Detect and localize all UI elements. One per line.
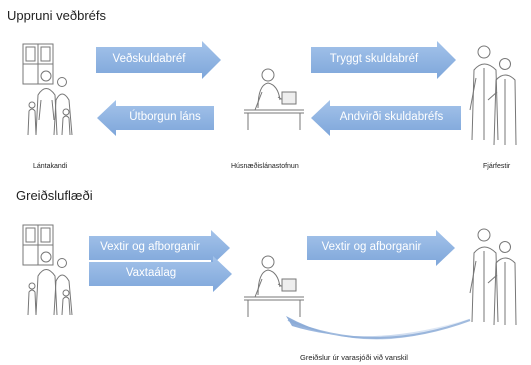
label-vextir-afborganir-1: Vextir og afborganir: [100, 241, 200, 253]
label-vaxtaalag: Vaxtaálag: [125, 267, 177, 279]
caption-husnaedislanastofnun: Húsnæðislánastofnun: [231, 163, 299, 170]
arrow-tryggt-skuldabref: [311, 41, 456, 79]
person-at-desk-icon: [244, 68, 304, 130]
label-andvirdi-skuldabrefs: Andvirði skuldabréfs: [339, 111, 444, 123]
label-tryggt-skuldabref: Tryggt skuldabréf: [329, 53, 419, 65]
caption-reserve-fund: Greiðslur úr varasjóði við vanskil: [300, 353, 408, 362]
caption-fjarfestir: Fjárfestir: [483, 163, 511, 170]
family-with-house-icon: [22, 43, 73, 136]
arrow-andvirdi-skuldabrefs: [311, 100, 461, 136]
section-title-origin: Uppruni veðbréfs: [7, 8, 106, 23]
businessmen-icon-2: [469, 228, 517, 326]
arrow-vedskuldabref: [96, 41, 221, 79]
label-vextir-afborganir-2: Vextir og afborganir: [321, 241, 422, 253]
businessmen-icon: [469, 45, 517, 146]
family-with-house-icon-2: [22, 224, 73, 316]
curve-reserve-fund-outline: [287, 319, 471, 339]
person-at-desk-icon-2: [244, 255, 304, 317]
section-title-payment-flow: Greiðsluflæði: [16, 188, 93, 203]
arrow-utborgun-lans: [97, 100, 214, 136]
label-utborgun-lans: Útborgun láns: [129, 111, 201, 123]
caption-lantakandi: Lántakandi: [33, 163, 68, 170]
label-vedskuldabref: Veðskuldabréf: [112, 53, 186, 65]
arrow-vaxtaalag-shape: [89, 256, 232, 292]
arrow-vextir-afborganir-1: [89, 230, 230, 266]
arrow-vextir-afborganir-2: [307, 230, 455, 266]
